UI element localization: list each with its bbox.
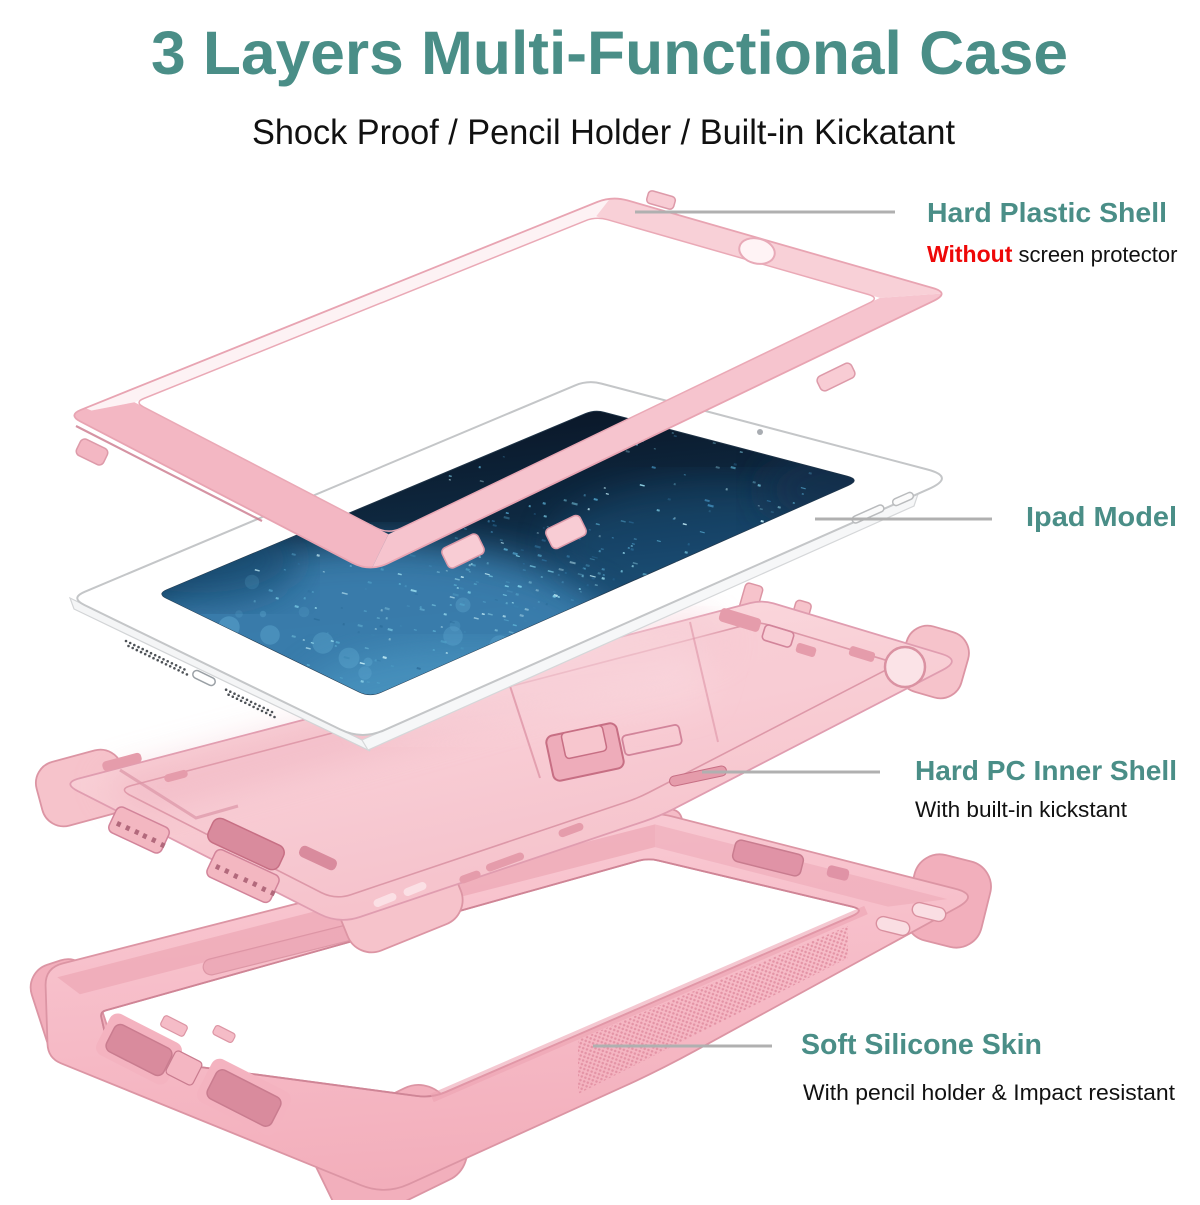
svg-text:Ipad Model: Ipad Model: [1026, 501, 1177, 532]
svg-text:Shock Proof / Pencil Holder /: Shock Proof / Pencil Holder / Built-in K…: [252, 113, 955, 152]
svg-text:Without screen protector: Without screen protector: [927, 241, 1177, 267]
svg-text:Soft Silicone Skin: Soft Silicone Skin: [801, 1029, 1042, 1061]
svg-text:3 Layers Multi-Functional Case: 3 Layers Multi-Functional Case: [151, 19, 1068, 87]
svg-text:With pencil holder & Impact re: With pencil holder & Impact resistant: [803, 1080, 1175, 1105]
svg-text:With built-in kickstant: With built-in kickstant: [915, 797, 1128, 822]
svg-text:Hard PC Inner Shell: Hard PC Inner Shell: [915, 755, 1177, 786]
svg-text:Hard Plastic Shell: Hard Plastic Shell: [927, 197, 1167, 228]
